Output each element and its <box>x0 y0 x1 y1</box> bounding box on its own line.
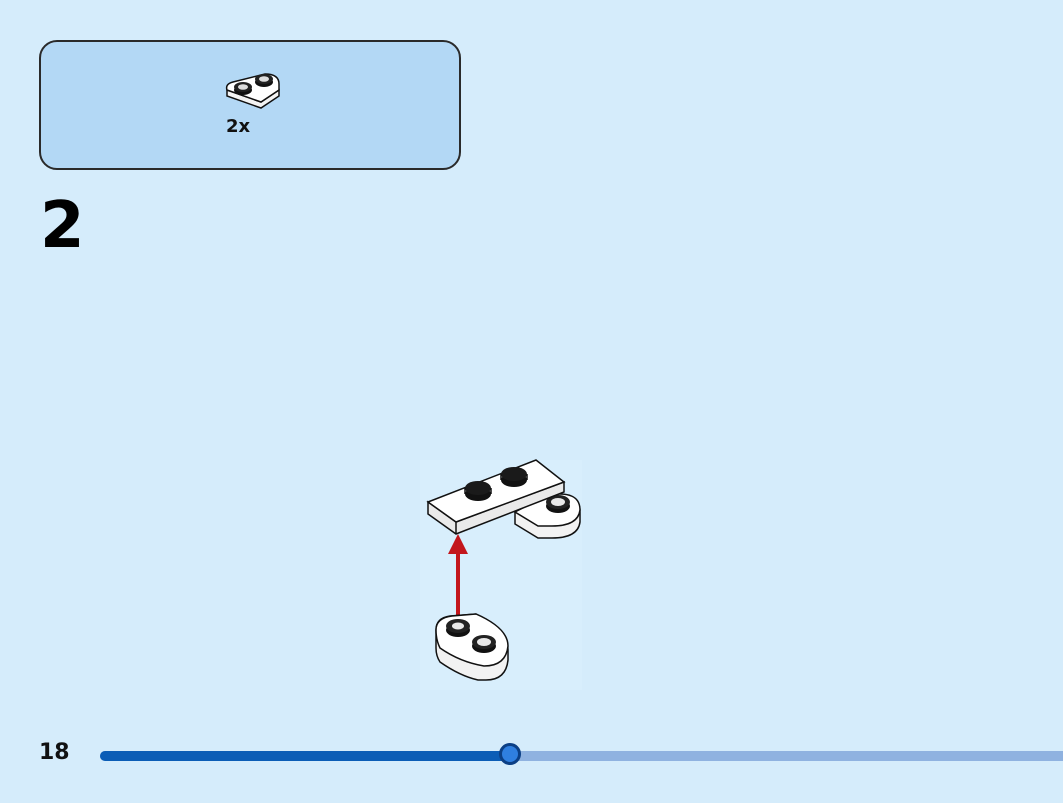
red-arrow-up <box>448 534 468 620</box>
page-number: 18 <box>39 740 70 765</box>
progress-track <box>100 751 1063 761</box>
white-plate-1x3 <box>426 459 566 535</box>
rounded-plate-new <box>435 613 509 681</box>
assembly-illustration <box>420 459 582 690</box>
part-quantity: 2x <box>226 116 251 137</box>
progress-fill <box>100 751 510 761</box>
white-plate-1x2-rounded-icon <box>225 73 280 109</box>
progress-knob <box>499 743 521 765</box>
step-number: 2 <box>40 189 85 263</box>
parts-callout-box: 2x <box>39 40 461 170</box>
progress-bar <box>100 743 1063 765</box>
